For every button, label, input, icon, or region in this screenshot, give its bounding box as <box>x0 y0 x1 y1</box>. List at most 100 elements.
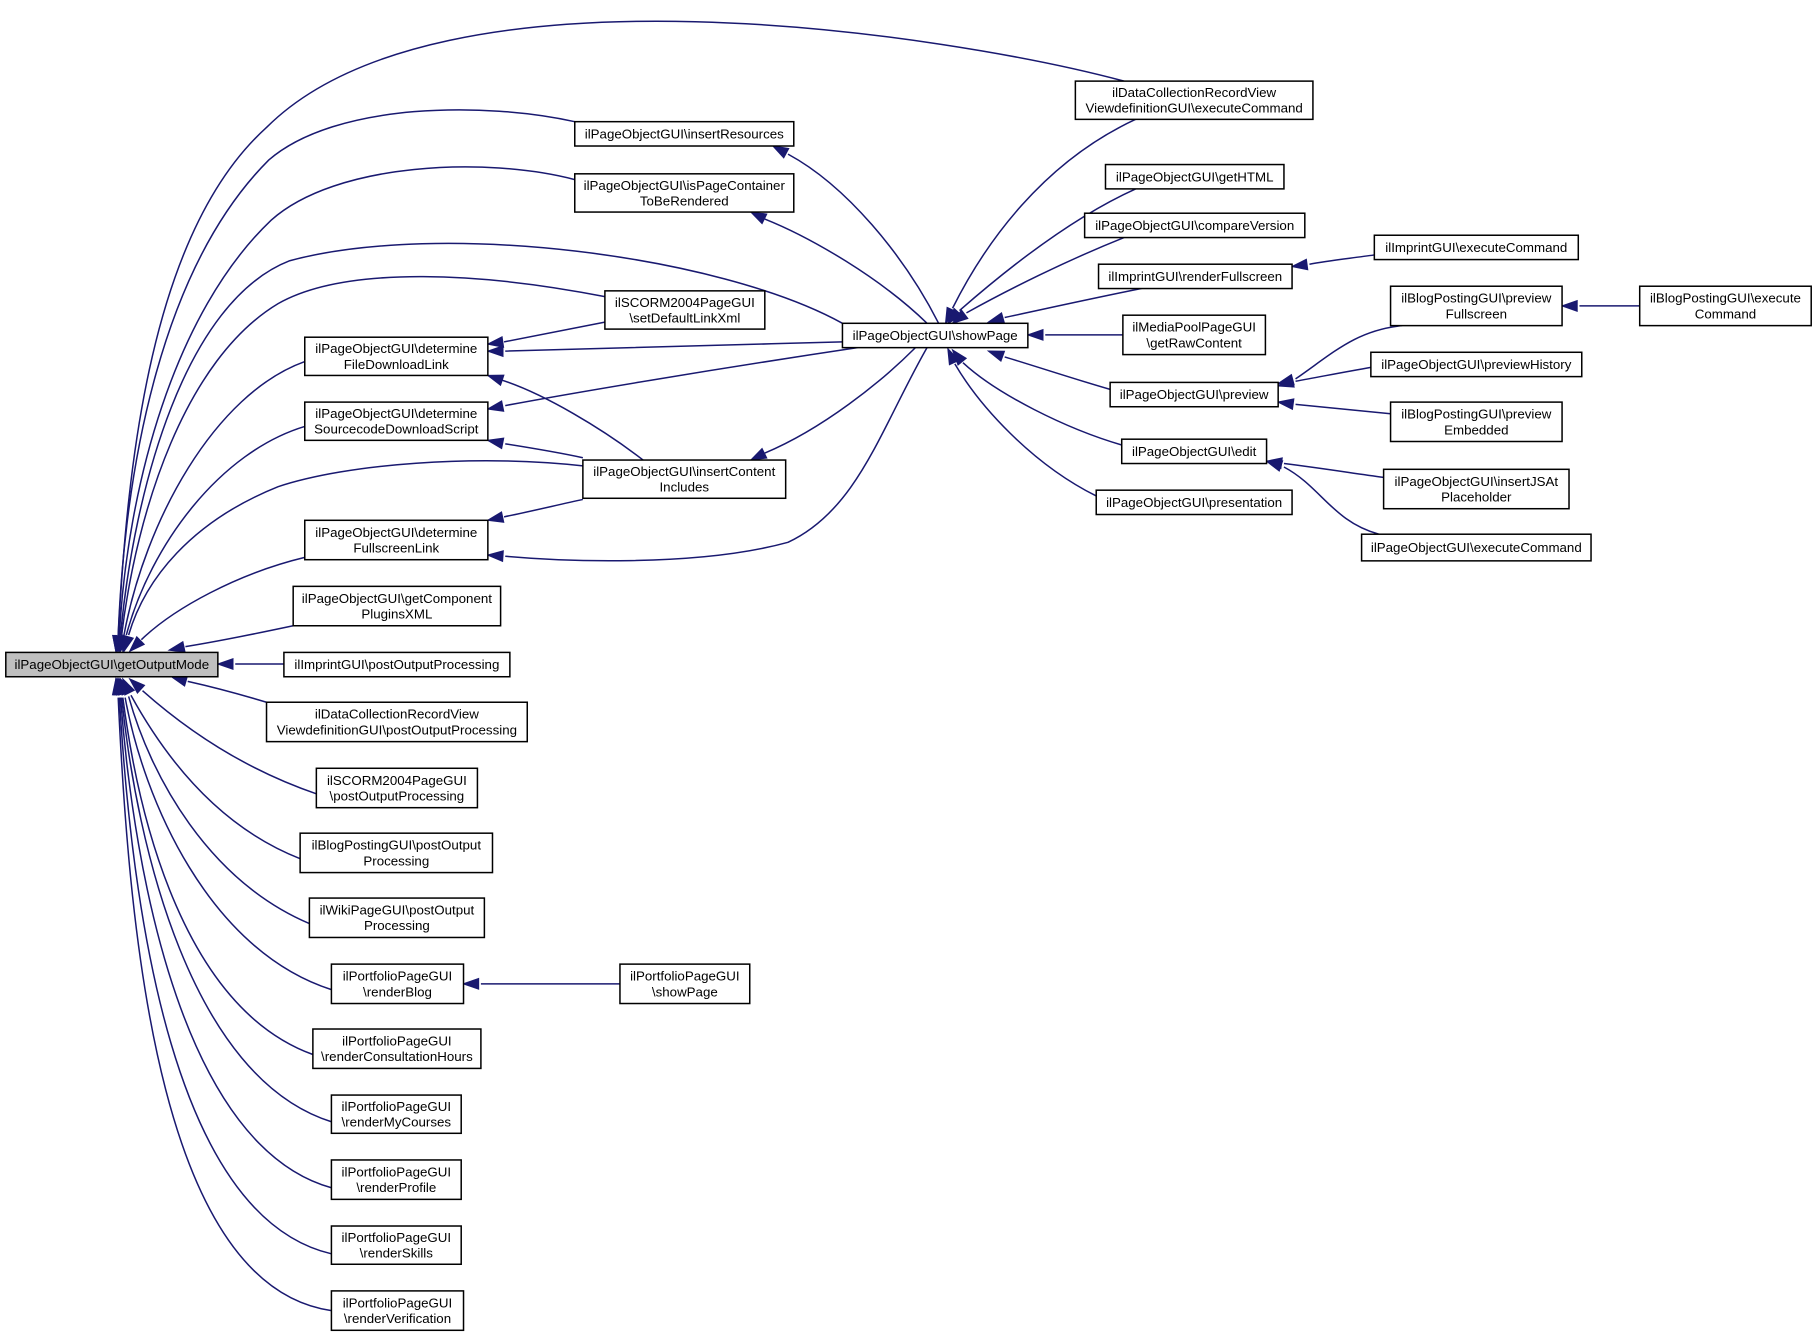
node-portCons[interactable]: ilPortfolioPageGUI\renderConsultationHou… <box>312 1028 482 1070</box>
node-scormDefLink[interactable]: ilSCORM2004PageGUI\setDefaultLinkXml <box>604 290 766 330</box>
node-label: \renderMyCourses <box>342 1115 452 1130</box>
node-box <box>1122 314 1267 356</box>
edge-portVerif-to-root <box>117 697 332 1312</box>
node-portShow[interactable]: ilPortfolioPageGUI\showPage <box>619 963 751 1005</box>
arrowhead-insContInc-to-detFileDL <box>486 374 505 387</box>
node-mpRaw[interactable]: ilMediaPoolPageGUI\getRawContent <box>1122 314 1267 356</box>
edge-isPageCont-to-root <box>118 166 575 636</box>
node-presentation[interactable]: ilPageObjectGUI\presentation <box>1095 489 1293 516</box>
node-box <box>292 585 502 627</box>
edge-insContInc-to-detFileDL <box>501 379 644 461</box>
node-label: ToBeRendered <box>640 193 729 208</box>
node-box <box>5 651 219 678</box>
edge-presentation-to-showPage <box>954 363 1097 497</box>
node-label: ilBlogPostingGUI\execute <box>1650 291 1801 306</box>
node-detFileDL[interactable]: ilPageObjectGUI\determineFileDownloadLin… <box>304 336 489 377</box>
node-impPost[interactable]: ilImprintGUI\postOutputProcessing <box>283 651 511 678</box>
node-box <box>1373 234 1580 261</box>
edge-showPage-to-insContInc <box>764 347 916 454</box>
node-label: ilPortfolioPageGUI <box>342 1099 452 1114</box>
node-label: ilMediaPoolPageGUI <box>1132 320 1256 335</box>
node-detSrcDL[interactable]: ilPageObjectGUI\determineSourcecodeDownl… <box>304 401 489 442</box>
node-showPage[interactable]: ilPageObjectGUI\showPage <box>841 322 1029 349</box>
node-impExec[interactable]: ilImprintGUI\executeCommand <box>1373 234 1580 261</box>
node-label: Embedded <box>1444 422 1508 437</box>
arrowhead-impPost-to-root <box>216 657 234 671</box>
edge-showPage-to-detFullLink <box>505 347 928 562</box>
edge-showPage-to-detSrcDL <box>505 346 858 407</box>
node-isPageCont[interactable]: ilPageObjectGUI\isPageContainerToBeRende… <box>574 173 795 213</box>
node-getHTML[interactable]: ilPageObjectGUI\getHTML <box>1104 163 1285 190</box>
node-label: ilPageObjectGUI\getHTML <box>1116 169 1274 184</box>
arrowhead-detFullLink-to-root <box>128 635 146 653</box>
node-portVerif[interactable]: ilPortfolioPageGUI\renderVerification <box>330 1290 465 1332</box>
node-impRenderFull[interactable]: ilImprintGUI\renderFullscreen <box>1097 263 1293 290</box>
arrowhead-impExec-to-impRenderFull <box>1290 258 1309 271</box>
node-label: ilDataCollectionRecordView <box>315 707 479 722</box>
node-dcPost[interactable]: ilDataCollectionRecordViewViewdefinition… <box>265 701 529 743</box>
node-portCourses[interactable]: ilPortfolioPageGUI\renderMyCourses <box>330 1094 462 1135</box>
node-label: Processing <box>363 853 429 868</box>
node-label: ilPageObjectGUI\preview <box>1120 387 1269 402</box>
node-compVer[interactable]: ilPageObjectGUI\compareVersion <box>1083 212 1306 239</box>
edge-showPage-to-root <box>119 242 843 636</box>
node-label: \showPage <box>652 984 718 999</box>
node-label: ilPageObjectGUI\insertResources <box>585 126 784 141</box>
edge-compVer-to-showPage <box>966 236 1125 314</box>
node-label: PluginsXML <box>361 607 432 622</box>
node-dcExec[interactable]: ilDataCollectionRecordViewViewdefinition… <box>1074 80 1314 121</box>
edge-dcPost-to-root <box>187 680 267 703</box>
node-edit[interactable]: ilPageObjectGUI\edit <box>1120 438 1268 465</box>
arrowhead-scormDefLink-to-detFileDL <box>486 335 505 348</box>
node-portProfile[interactable]: ilPortfolioPageGUI\renderProfile <box>330 1159 462 1201</box>
node-insertRes[interactable]: ilPageObjectGUI\insertResources <box>574 120 795 147</box>
node-label: ilSCORM2004PageGUI <box>615 295 755 310</box>
node-portBlog[interactable]: ilPortfolioPageGUI\renderBlog <box>330 963 465 1005</box>
edge-detFullLink-to-root <box>140 556 305 641</box>
node-box <box>841 322 1029 349</box>
node-label: ilImprintGUI\postOutputProcessing <box>294 657 499 672</box>
node-box <box>1638 285 1812 327</box>
arrowhead-pogExec-to-edit <box>1264 460 1284 472</box>
node-box <box>330 1159 462 1201</box>
node-label: SourcecodeDownloadScript <box>314 422 479 437</box>
node-box <box>1389 285 1563 327</box>
node-blogPost[interactable]: ilBlogPostingGUI\postOutputProcessing <box>299 832 494 874</box>
node-label: ilPageObjectGUI\determine <box>315 406 477 421</box>
node-pogExec[interactable]: ilPageObjectGUI\executeCommand <box>1360 533 1592 562</box>
node-root[interactable]: ilPageObjectGUI\getOutputMode <box>5 651 219 678</box>
node-preview[interactable]: ilPageObjectGUI\preview <box>1109 381 1279 408</box>
node-box <box>308 897 486 939</box>
node-label: ilPageObjectGUI\insertJSAt <box>1395 474 1559 489</box>
node-label: ilPageObjectGUI\compareVersion <box>1095 218 1294 233</box>
node-box <box>330 1225 462 1266</box>
node-box <box>283 651 511 678</box>
edge-insContInc-to-root <box>127 460 583 636</box>
edge-blogPost-to-root <box>130 694 301 860</box>
node-blogExec[interactable]: ilBlogPostingGUI\executeCommand <box>1638 285 1812 327</box>
node-label: \setDefaultLinkXml <box>629 310 740 325</box>
node-box <box>265 701 529 743</box>
node-label: ilBlogPostingGUI\postOutput <box>312 838 482 853</box>
node-wikiPost[interactable]: ilWikiPageGUI\postOutputProcessing <box>308 897 486 939</box>
node-box <box>315 767 479 809</box>
edge-insJSAt-to-edit <box>1283 462 1384 479</box>
node-prevHist[interactable]: ilPageObjectGUI\previewHistory <box>1370 351 1583 378</box>
node-label: ilImprintGUI\executeCommand <box>1385 240 1567 255</box>
node-label: ilPortfolioPageGUI <box>342 1164 452 1179</box>
edge-insContInc-to-detFullLink <box>503 498 584 518</box>
edge-portBlog-to-root <box>124 697 332 991</box>
node-portSkills[interactable]: ilPortfolioPageGUI\renderSkills <box>330 1225 462 1266</box>
node-scormPost[interactable]: ilSCORM2004PageGUI\postOutputProcessing <box>315 767 479 809</box>
edge-getHTML-to-showPage <box>958 188 1136 312</box>
arrowhead-preview-to-showPage <box>986 350 1006 363</box>
node-label: FileDownloadLink <box>344 357 449 372</box>
